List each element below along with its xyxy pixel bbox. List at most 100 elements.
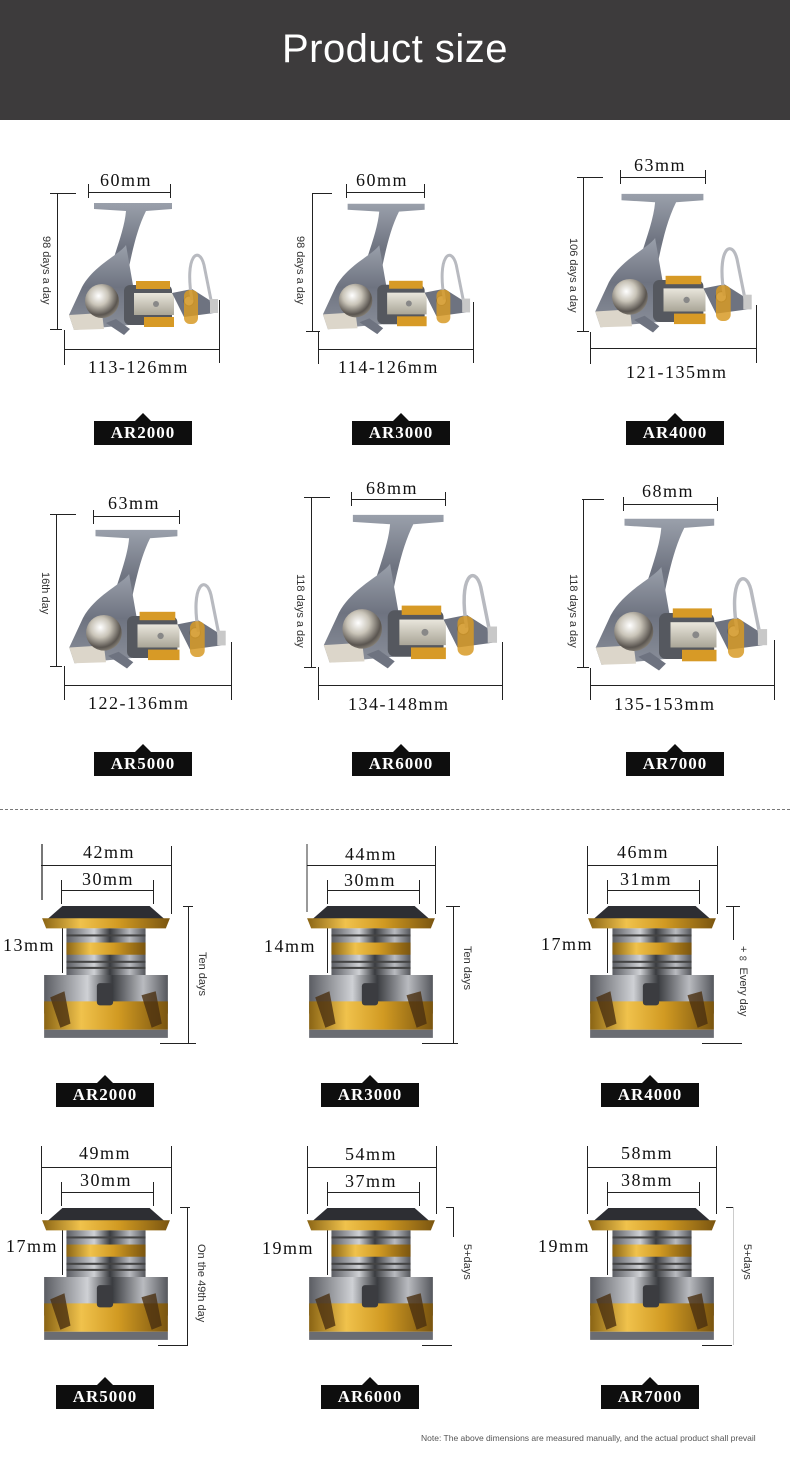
dimension-tick xyxy=(577,177,603,178)
height-label: On the 49th day xyxy=(195,1240,207,1327)
height-label: 106 days a day xyxy=(567,234,579,317)
dimension-line xyxy=(61,890,153,891)
spool-image xyxy=(40,904,172,1046)
dimension-tick xyxy=(717,846,718,914)
line-depth-label: 19mm xyxy=(538,1236,591,1256)
dimension-line xyxy=(623,504,717,505)
dimension-line xyxy=(327,1229,328,1275)
dimension-tick xyxy=(304,497,330,498)
model-badge: AR6000 xyxy=(321,1377,419,1409)
dimension-line xyxy=(607,927,608,973)
spool-image xyxy=(586,904,718,1046)
length-label: 114-126mm xyxy=(338,357,439,377)
dimension-tick xyxy=(158,1345,188,1346)
dimension-tick xyxy=(699,1182,700,1206)
dimension-line xyxy=(62,1229,63,1275)
page-header: Product size xyxy=(0,0,790,120)
inner-diameter-label: 38mm xyxy=(621,1170,674,1190)
reel-image xyxy=(318,498,504,676)
height-line xyxy=(733,1207,734,1345)
model-badge: AR6000 xyxy=(352,744,450,776)
reel-image xyxy=(590,502,774,678)
height-label: 16th day xyxy=(39,568,51,619)
dimension-line xyxy=(93,516,179,517)
height-line xyxy=(57,193,58,329)
dimension-tick xyxy=(179,510,180,524)
dimension-tick xyxy=(424,184,425,198)
spool-card: 54mm 37mm 19mm 5+days AR6000 xyxy=(250,1130,500,1430)
dimension-tick xyxy=(180,1207,190,1208)
dimension-line xyxy=(327,1192,419,1193)
model-badge: AR4000 xyxy=(601,1075,699,1107)
height-line xyxy=(187,1207,188,1345)
length-label: 135-153mm xyxy=(614,694,716,714)
dimension-tick xyxy=(699,880,700,904)
reel-card: 68mm 118 days a day 134-148mm AR6000 xyxy=(280,470,530,776)
dimension-line xyxy=(41,1167,171,1168)
outer-diameter-label: 58mm xyxy=(621,1143,674,1163)
measurement-note: Note: The above dimensions are measured … xyxy=(421,1433,756,1443)
dimension-tick xyxy=(64,330,65,365)
dimension-line xyxy=(620,177,705,178)
handle-width-label: 68mm xyxy=(366,478,419,498)
dimension-line xyxy=(88,192,170,193)
dimension-tick xyxy=(307,1146,308,1214)
height-line xyxy=(311,497,312,667)
dimension-tick xyxy=(50,329,62,330)
dimension-tick xyxy=(351,492,352,506)
length-label: 113-126mm xyxy=(88,357,189,377)
dimension-line xyxy=(587,1167,716,1168)
outer-diameter-label: 44mm xyxy=(345,844,398,864)
height-line xyxy=(733,906,734,940)
reel-card: 63mm 106 days a day 121-135mm AR4000 xyxy=(560,150,790,450)
page-title: Product size xyxy=(281,26,509,71)
dimension-tick xyxy=(419,880,420,904)
reel-image xyxy=(318,190,476,340)
dimension-tick xyxy=(231,642,232,700)
reel-card: 68mm 118 days a day 135-153mm AR7000 xyxy=(560,470,790,776)
dimension-tick xyxy=(590,332,591,364)
dimension-tick xyxy=(41,1146,42,1214)
line-depth-label: 13mm xyxy=(3,935,56,955)
length-label: 121-135mm xyxy=(626,362,728,382)
outer-diameter-label: 42mm xyxy=(83,842,136,862)
length-label: 122-136mm xyxy=(88,693,190,713)
dimension-line xyxy=(607,890,699,891)
spool-card: 46mm 31mm 17mm +∞ Every day AR4000 xyxy=(530,830,780,1130)
model-badge: AR2000 xyxy=(56,1075,154,1107)
spool-image xyxy=(305,1206,437,1348)
dimension-tick xyxy=(422,1043,458,1044)
dimension-tick xyxy=(419,1182,420,1206)
outer-diameter-label: 49mm xyxy=(79,1143,132,1163)
dimension-tick xyxy=(346,184,347,198)
dimension-tick xyxy=(61,880,62,904)
model-badge: AR3000 xyxy=(352,413,450,445)
reel-card: 60mm 98 days a day 114-126mm AR3000 xyxy=(280,160,530,460)
height-label: 98 days a day xyxy=(294,232,306,309)
dimension-tick xyxy=(705,170,706,184)
dimension-line xyxy=(307,1167,436,1168)
dimension-tick xyxy=(171,846,172,914)
length-line xyxy=(318,685,502,686)
model-badge: AR3000 xyxy=(321,1075,419,1107)
height-label: Ten days xyxy=(461,942,473,995)
outer-diameter-label: 54mm xyxy=(345,1144,398,1164)
spool-card: 42mm 30mm 13mm Ten days AR2000 xyxy=(0,830,250,1130)
dimension-tick xyxy=(327,1182,328,1206)
height-line xyxy=(583,499,584,667)
height-label: Ten days xyxy=(196,948,208,1001)
dimension-line xyxy=(351,499,445,500)
dimension-tick xyxy=(577,331,589,332)
length-label: 134-148mm xyxy=(348,694,450,714)
line-depth-label: 17mm xyxy=(6,1236,59,1256)
handle-width-label: 60mm xyxy=(100,170,153,190)
model-badge: AR5000 xyxy=(94,744,192,776)
dimension-tick xyxy=(306,844,308,912)
dimension-tick xyxy=(50,514,76,515)
handle-width-label: 68mm xyxy=(642,481,695,501)
dimension-tick xyxy=(446,1207,454,1208)
line-depth-label: 19mm xyxy=(262,1238,315,1258)
length-line xyxy=(318,349,473,350)
dimension-line xyxy=(327,890,419,891)
dimension-tick xyxy=(774,640,775,700)
